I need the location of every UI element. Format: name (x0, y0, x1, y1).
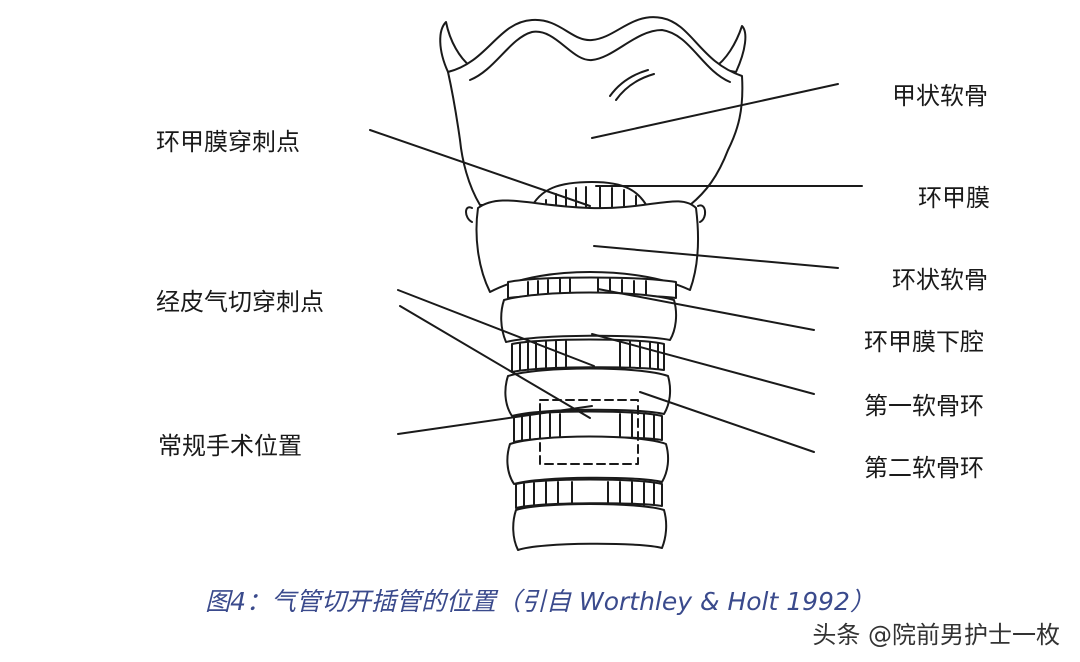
third-ring-shape (507, 437, 668, 485)
second-ring-shape (505, 369, 670, 417)
surgical-site-box (540, 400, 638, 464)
label-subcricothyroid-cavity: 环甲膜下腔 (864, 328, 984, 356)
bottom-ring-shape (513, 504, 666, 550)
label-thyroid-cartilage: 甲状软骨 (892, 82, 988, 110)
label-second-ring: 第二软骨环 (864, 454, 984, 482)
thyroid-cartilage-shape (440, 17, 745, 205)
first-ring-shape (501, 293, 676, 343)
cricoid-cartilage-shape (477, 200, 699, 292)
tracheal-segment-2 (512, 340, 664, 373)
label-routine-surgery: 常规手术位置 (158, 432, 302, 460)
label-percutaneous-puncture: 经皮气切穿刺点 (156, 288, 324, 316)
watermark: 头条 @院前男护士一枚 (812, 621, 1060, 649)
label-cricothyroid-puncture: 环甲膜穿刺点 (156, 128, 300, 156)
label-cricothyroid-membrane: 环甲膜 (918, 184, 990, 212)
label-cricoid-cartilage: 环状软骨 (892, 266, 988, 294)
figure-caption: 图4：气管切开插管的位置（引自 Worthley & Holt 1992） (205, 587, 875, 616)
label-first-ring: 第一软骨环 (864, 392, 984, 420)
tracheal-segment-3 (514, 412, 662, 443)
